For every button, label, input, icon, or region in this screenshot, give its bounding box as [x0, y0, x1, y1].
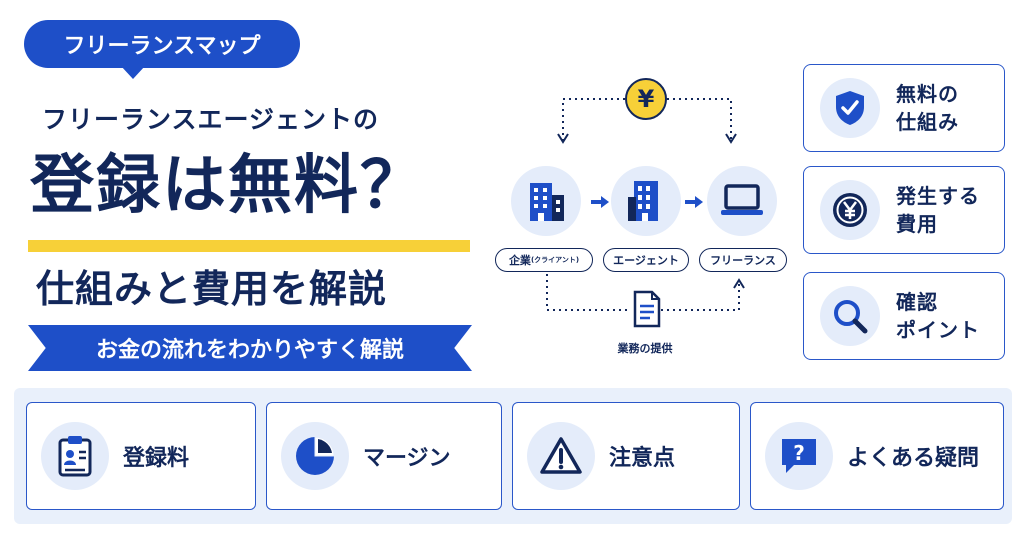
- side-card-line2: ポイント: [896, 318, 980, 342]
- side-card-icon-circle: [820, 180, 880, 240]
- topic-card-faq[interactable]: ? よくある疑問: [750, 402, 1004, 510]
- ribbon-text: お金の流れをわかりやすく解説: [95, 338, 404, 363]
- node-label-agent: エージェント: [603, 248, 689, 272]
- side-card-icon-circle: [820, 286, 880, 346]
- flow-connectors: [546, 98, 745, 311]
- side-card-line1: 確認: [896, 290, 938, 314]
- topic-card-margin[interactable]: マージン: [266, 402, 502, 510]
- topic-card-caution[interactable]: 注意点: [512, 402, 740, 510]
- node-label-freelancer: フリーランス: [699, 248, 787, 272]
- node-label-freelancer-main: フリーランス: [710, 254, 776, 267]
- side-card-check-points[interactable]: 確認 ポイント: [803, 272, 1005, 360]
- topic-label: マージン: [363, 446, 451, 471]
- flow-caption: 業務の提供: [617, 342, 673, 355]
- headline-subtitle: フリーランスエージェントの: [42, 105, 380, 134]
- topic-icon-circle: [527, 422, 595, 490]
- svg-text:?: ?: [793, 441, 805, 465]
- node-freelancer: [707, 166, 777, 236]
- ribbon-banner: お金の流れをわかりやすく解説: [28, 325, 472, 371]
- side-card-line2: 費用: [896, 212, 938, 236]
- yen-coin-icon: ¥: [625, 78, 667, 120]
- topic-label: 登録料: [123, 446, 190, 471]
- pie-chart-icon: [296, 436, 335, 475]
- node-label-company: 企業(クライアント): [495, 248, 593, 272]
- topic-label: 注意点: [609, 446, 676, 471]
- money-flow-diagram: ¥: [495, 78, 795, 378]
- node-label-company-main: 企業: [508, 254, 531, 267]
- side-card-icon-circle: [820, 78, 880, 138]
- side-card-costs[interactable]: 発生する 費用: [803, 166, 1005, 254]
- side-card-text: 確認 ポイント: [896, 288, 996, 344]
- clipboard-profile-icon: [58, 436, 92, 477]
- building-icon: [530, 183, 564, 221]
- yellow-underline: [28, 240, 470, 252]
- question-bubble-icon: ?: [782, 439, 816, 473]
- laptop-icon: [721, 184, 763, 215]
- side-card-free-mechanism[interactable]: 無料の 仕組み: [803, 64, 1005, 152]
- badge-tail: [121, 66, 145, 79]
- yen-coin-icon: [833, 193, 867, 227]
- side-card-line2: 仕組み: [896, 110, 959, 134]
- document-icon: [633, 290, 661, 328]
- node-agent: [611, 166, 681, 236]
- brand-badge: フリーランスマップ: [24, 20, 300, 68]
- topic-icon-circle: ?: [765, 422, 833, 490]
- node-label-agent-main: エージェント: [613, 254, 679, 267]
- office-tower-icon: [628, 181, 658, 221]
- node-company: [511, 166, 581, 236]
- side-card-text: 無料の 仕組み: [896, 80, 996, 136]
- warning-icon: [540, 437, 582, 474]
- topic-icon-circle: [281, 422, 349, 490]
- topic-card-registration-fee[interactable]: 登録料: [26, 402, 256, 510]
- shield-check-icon: [836, 91, 864, 125]
- side-card-line1: 無料の: [896, 82, 959, 106]
- headline-secondary: 仕組みと費用を解説: [36, 267, 388, 311]
- topic-label: よくある疑問: [847, 446, 980, 471]
- side-card-line1: 発生する: [896, 184, 980, 208]
- magnifier-icon: [834, 300, 868, 334]
- side-card-text: 発生する 費用: [896, 182, 996, 238]
- headline-main: 登録は無料？: [30, 149, 426, 223]
- node-label-company-sub: (クライアント): [530, 256, 580, 264]
- topic-icon-circle: [41, 422, 109, 490]
